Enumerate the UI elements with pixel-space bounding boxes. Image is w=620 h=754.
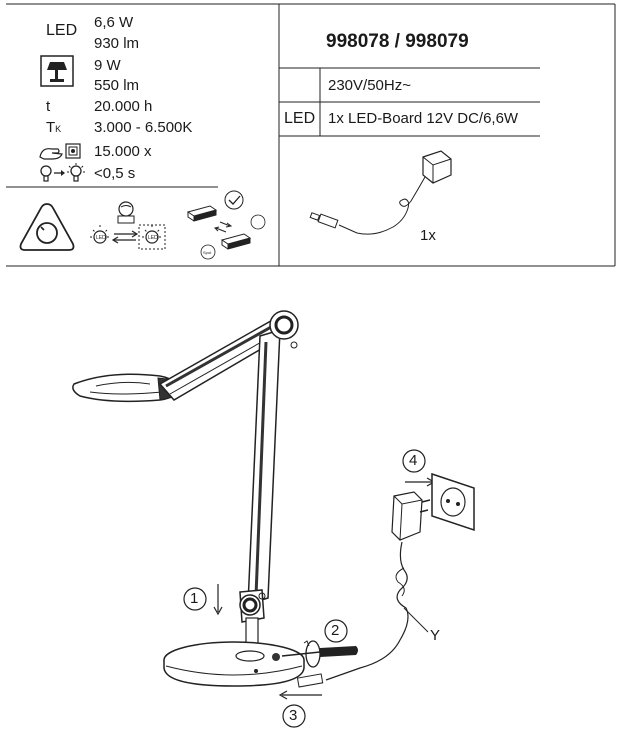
lower-arm (247, 328, 281, 606)
led-flux: 930 lm (94, 35, 140, 52)
converter-replacement-icon: Spot (186, 190, 266, 260)
bulb-led-text-right: LED (148, 235, 158, 241)
table-lamp-bulb-icon (40, 55, 74, 87)
colortemp-label: TK (46, 119, 61, 138)
base-joint (239, 589, 266, 649)
life-value: 20.000 h (94, 98, 153, 115)
screwdriver-icon (281, 640, 358, 668)
voltage: 230V/50Hz~ (328, 77, 411, 94)
adapter-qty: 1x (420, 227, 436, 244)
step-3: 3 (289, 707, 298, 724)
led-board: 1x LED-Board 12V DC/6,6W (328, 110, 519, 127)
spot-label: Spot (203, 250, 212, 255)
table-grid (6, 3, 616, 267)
led-power: 6,6 W (94, 14, 134, 31)
color-switch-icon: LED LED (90, 201, 166, 250)
life-label: t (46, 98, 51, 115)
lamp-head (72, 373, 179, 403)
power-cable (296, 541, 429, 688)
led-label: LED (46, 22, 78, 39)
cable-label: Y (430, 627, 441, 644)
colortemp-label-main: T (46, 119, 56, 136)
colortemp-label-sub: K (55, 124, 62, 134)
spec-table: LED 6,6 W 930 lm 9 W 550 lm t 20.000 h T… (0, 0, 620, 272)
step-4: 4 (409, 452, 418, 469)
lamp-base (163, 641, 305, 687)
led-row-label: LED (284, 110, 316, 127)
upper-arm (158, 317, 292, 401)
power-adapter-illustration (309, 150, 452, 235)
touch-dimmer-icon (19, 203, 75, 251)
bulb-flux: 550 lm (94, 77, 140, 94)
step-1: 1 (190, 590, 199, 607)
elbow-joint (269, 310, 299, 349)
warmup-icon (40, 163, 85, 182)
bulb-led-text-left: LED (96, 235, 106, 241)
article-numbers: 998078 / 998079 (326, 31, 469, 52)
warmup-value: <0,5 s (94, 165, 136, 182)
wall-socket (431, 472, 475, 532)
switch-cycles: 15.000 x (94, 143, 152, 160)
colortemp-value: 3.000 - 6.500K (94, 119, 193, 136)
switch-cycle-icon (39, 143, 81, 160)
step-2: 2 (331, 622, 340, 639)
power-adapter (391, 491, 431, 541)
step-circles (183, 449, 426, 728)
bulb-power: 9 W (94, 57, 121, 74)
